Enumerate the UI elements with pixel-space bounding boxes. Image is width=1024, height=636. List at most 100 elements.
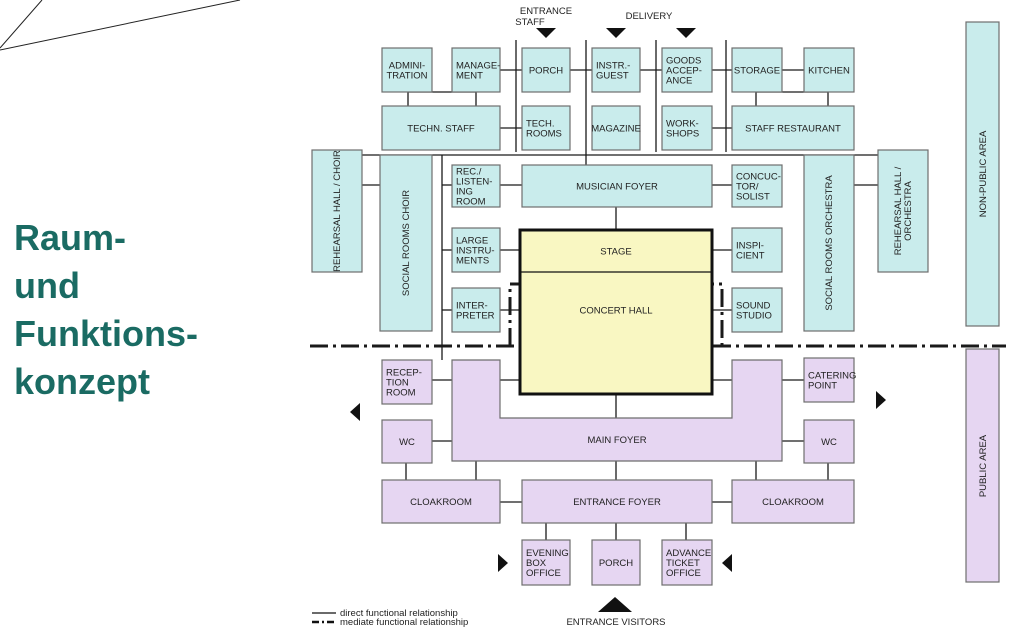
- room-label: MAIN FOYER: [587, 435, 646, 446]
- room-label: POINT: [808, 381, 837, 392]
- room-box: [803, 419, 855, 464]
- room-label: STORAGE: [734, 66, 780, 77]
- room-label: WC: [399, 437, 415, 448]
- room-box: [381, 47, 433, 93]
- room-label: OFFICE: [666, 568, 701, 579]
- non-public-area-bar: [965, 21, 1000, 327]
- room-techn-staff: TECHN. STAFF: [381, 105, 501, 151]
- room-box: [803, 357, 855, 403]
- room-box: [731, 227, 783, 273]
- room-rehearsal-choir: REHEARSAL HALL / CHOIR: [311, 149, 363, 273]
- left-arrow-icon: [350, 403, 360, 421]
- room-box: [731, 164, 783, 208]
- room-conductor-soloist: CONCUC-TOR/SOLIST: [731, 164, 783, 208]
- room-label: ADVANCE: [666, 548, 711, 559]
- room-label: STAGE: [600, 247, 632, 258]
- room-label: SOCIAL ROOMS CHOIR: [401, 190, 412, 296]
- room-label: GUEST: [596, 71, 629, 82]
- room-instr-guest: INSTR.-GUEST: [591, 47, 641, 93]
- room-workshops: WORK-SHOPS: [661, 105, 713, 151]
- room-box: [803, 154, 855, 332]
- room-social-choir: SOCIAL ROOMS CHOIR: [379, 154, 433, 332]
- room-label: MAGAZINE: [591, 124, 641, 135]
- room-label: WC: [821, 437, 837, 448]
- room-wc-right: WC: [803, 419, 855, 464]
- room-social-orchestra: SOCIAL ROOMS ORCHESTRA: [803, 154, 855, 332]
- page-title: Raum- und Funktions- konzept: [14, 214, 244, 406]
- stage-concert-hall: [518, 228, 714, 396]
- room-label: SOUND: [736, 301, 770, 312]
- room-box: [591, 47, 641, 93]
- room-label: TION: [386, 378, 409, 389]
- room-label: REC./: [456, 167, 482, 178]
- room-label: CONCERT HALL: [579, 306, 652, 317]
- room-box: [451, 287, 501, 333]
- room-rehearsal-orchestra: REHEARSAL HALL /ORCHESTRA: [877, 149, 929, 273]
- entrance-staff-arrow-icon: [536, 28, 556, 38]
- room-label: SHOPS: [666, 129, 699, 140]
- room-cloakroom-left: CLOAKROOM: [381, 479, 501, 524]
- room-label: INSTRU-: [456, 246, 495, 257]
- room-label: STUDIO: [736, 311, 772, 322]
- room-label: ORCHESTRA: [903, 181, 914, 241]
- room-label: ACCEP-: [666, 66, 702, 77]
- title-line-4: konzept: [14, 361, 151, 402]
- room-label: ROOMS: [526, 129, 562, 140]
- room-label: REHEARSAL HALL /: [893, 166, 904, 255]
- room-box: [591, 105, 641, 151]
- room-label: BOX: [526, 558, 547, 569]
- room-label: TECHN. STAFF: [407, 124, 475, 135]
- room-label: CIENT: [736, 251, 765, 262]
- room-label: MUSICIAN FOYER: [576, 182, 658, 193]
- room-wc-left: WC: [381, 419, 433, 464]
- room-label: CLOAKROOM: [762, 497, 824, 508]
- room-box: [379, 154, 433, 332]
- room-entrance-foyer: ENTRANCE FOYER: [521, 479, 713, 524]
- room-storage: STORAGE: [731, 47, 783, 93]
- room-management: MANAGE-MENT: [451, 47, 501, 93]
- right-arrow-icon: [876, 391, 886, 409]
- entrance-visitors-label: ENTRANCE VISITORS: [566, 617, 665, 628]
- room-box: [661, 47, 713, 93]
- room-label: CATERING: [808, 371, 856, 382]
- room-concert-hall: CONCERT HALL: [579, 306, 652, 317]
- room-label: STAFF RESTAURANT: [745, 124, 841, 135]
- room-label: ADMINI-: [389, 61, 425, 72]
- room-box: [731, 479, 855, 524]
- room-tech-rooms: TECH.ROOMS: [521, 105, 571, 151]
- room-box: [381, 359, 433, 405]
- room-label: ANCE: [666, 76, 692, 87]
- room-label: INSPI-: [736, 241, 764, 252]
- public-area-label: PUBLIC AREA: [978, 434, 989, 497]
- room-cloakroom-right: CLOAKROOM: [731, 479, 855, 524]
- room-label: SOCIAL ROOMS ORCHESTRA: [824, 175, 835, 311]
- room-label: TICKET: [666, 558, 700, 569]
- delivery-arrow-icon: [606, 28, 626, 38]
- legend: direct functional relationship mediate f…: [312, 608, 468, 628]
- room-label: PORCH: [529, 66, 563, 77]
- room-box: [381, 105, 501, 151]
- room-musician-foyer: MUSICIAN FOYER: [521, 164, 713, 208]
- room-label: PORCH: [599, 558, 633, 569]
- corner-decoration: [0, 0, 241, 51]
- room-label: LARGE: [456, 236, 488, 247]
- room-porch-staff: PORCH: [521, 47, 571, 93]
- room-label: SOLIST: [736, 192, 770, 203]
- room-label: MENT: [456, 71, 483, 82]
- room-main-foyer: MAIN FOYER: [587, 435, 646, 446]
- room-label: TECH.: [526, 119, 555, 130]
- room-label: TRATION: [387, 71, 428, 82]
- title-line-3: Funktions-: [14, 313, 198, 354]
- room-box: [381, 419, 433, 464]
- main-foyer: [451, 359, 783, 462]
- entrance-staff-label-2: STAFF: [515, 17, 545, 28]
- non-public-area-label: NON-PUBLIC AREA: [978, 130, 989, 217]
